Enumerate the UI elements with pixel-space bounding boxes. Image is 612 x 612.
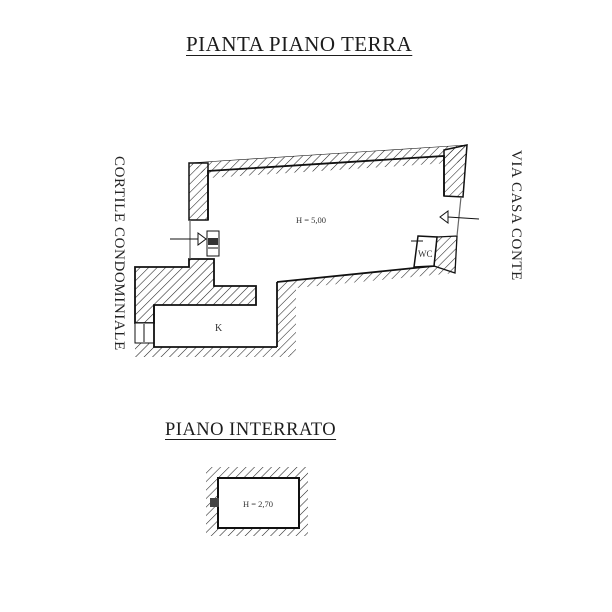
wall-bottom-right bbox=[277, 266, 455, 288]
wc-room bbox=[413, 235, 438, 268]
kitchen-label: K bbox=[215, 323, 223, 334]
wall-left-upper bbox=[189, 163, 208, 220]
basement-title: PIANO INTERRATO bbox=[165, 420, 337, 440]
wall-step-right bbox=[277, 282, 296, 357]
basement-height-label: H = 2,70 bbox=[243, 499, 273, 509]
entrance-arrow-right-icon bbox=[439, 210, 480, 224]
main-room-height-label: H = 5,00 bbox=[296, 215, 326, 225]
wall-right-lower bbox=[434, 236, 457, 273]
basement-plan: H = 2,70 bbox=[206, 467, 308, 536]
wall-bottom bbox=[135, 343, 296, 357]
entrance-arrow-left-icon bbox=[170, 232, 207, 246]
wall-left-block bbox=[135, 259, 256, 323]
wall-top bbox=[189, 145, 467, 178]
stair-icon bbox=[206, 230, 220, 257]
wall-right-upper bbox=[444, 145, 467, 197]
ground-floor-title: PIANTA PIANO TERRA bbox=[186, 32, 413, 56]
ground-floor-plan: H = 5,00 K WC bbox=[134, 144, 480, 357]
wc-label: WC bbox=[418, 249, 433, 259]
basement-stair-icon bbox=[210, 498, 219, 507]
